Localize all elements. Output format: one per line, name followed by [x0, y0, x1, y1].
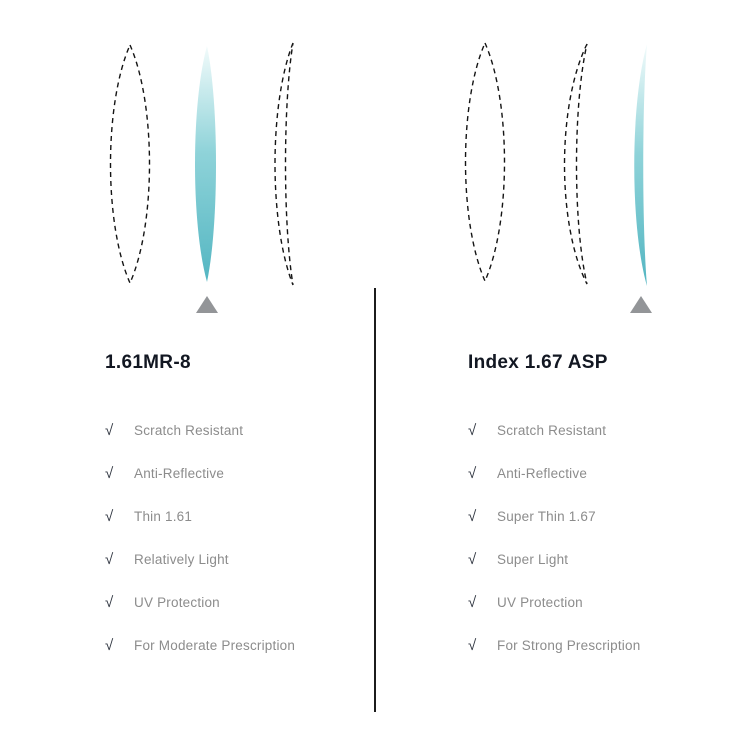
feature-item: √ Relatively Light	[105, 551, 295, 573]
lens-thick-outline-left	[109, 43, 151, 285]
feature-item: √ Super Thin 1.67	[468, 508, 640, 530]
check-icon: √	[468, 465, 477, 482]
check-icon: √	[468, 594, 477, 611]
feature-item: √ Super Light	[468, 551, 640, 573]
feature-label: Anti-Reflective	[497, 466, 588, 481]
check-icon: √	[105, 508, 114, 525]
check-icon: √	[468, 508, 477, 525]
lens-highlighted-161	[195, 46, 216, 282]
check-icon: √	[105, 637, 114, 654]
check-icon: √	[468, 637, 477, 654]
feature-item: √ For Strong Prescription	[468, 637, 640, 659]
feature-label: Scratch Resistant	[497, 423, 607, 438]
lens-title-left: 1.61MR-8	[105, 352, 191, 373]
check-icon: √	[105, 594, 114, 611]
feature-item: √ Scratch Resistant	[105, 422, 295, 444]
check-icon: √	[105, 465, 114, 482]
feature-label: UV Protection	[497, 595, 583, 610]
feature-label: Scratch Resistant	[134, 423, 244, 438]
feature-item: √ UV Protection	[468, 594, 640, 616]
lens-medium-outline-right	[563, 43, 588, 285]
feature-label: Anti-Reflective	[134, 466, 225, 481]
check-icon: √	[105, 551, 114, 568]
lens-thin-outline-left	[274, 42, 294, 286]
feature-label: Relatively Light	[134, 552, 229, 567]
feature-item: √ Thin 1.61	[105, 508, 295, 530]
feature-item: √ Scratch Resistant	[468, 422, 640, 444]
feature-list-right: √ Scratch Resistant √ Anti-Reflective √ …	[468, 422, 640, 680]
lens-highlighted-167	[634, 44, 647, 286]
feature-item: √ Anti-Reflective	[105, 465, 295, 487]
feature-label: For Strong Prescription	[497, 638, 641, 653]
lens-thick-outline-right	[464, 41, 506, 283]
check-icon: √	[105, 422, 114, 439]
feature-item: √ For Moderate Prescription	[105, 637, 295, 659]
check-icon: √	[468, 551, 477, 568]
feature-item: √ UV Protection	[105, 594, 295, 616]
feature-label: Super Thin 1.67	[497, 509, 596, 524]
feature-label: For Moderate Prescription	[134, 638, 296, 653]
feature-list-left: √ Scratch Resistant √ Anti-Reflective √ …	[105, 422, 295, 680]
column-divider	[374, 288, 376, 712]
feature-item: √ Anti-Reflective	[468, 465, 640, 487]
feature-label: UV Protection	[134, 595, 220, 610]
check-icon: √	[468, 422, 477, 439]
feature-label: Super Light	[497, 552, 569, 567]
pointer-triangle-icon	[630, 296, 652, 313]
pointer-triangle-icon	[196, 296, 218, 313]
feature-label: Thin 1.61	[134, 509, 193, 524]
lens-title-right: Index 1.67 ASP	[468, 352, 608, 373]
